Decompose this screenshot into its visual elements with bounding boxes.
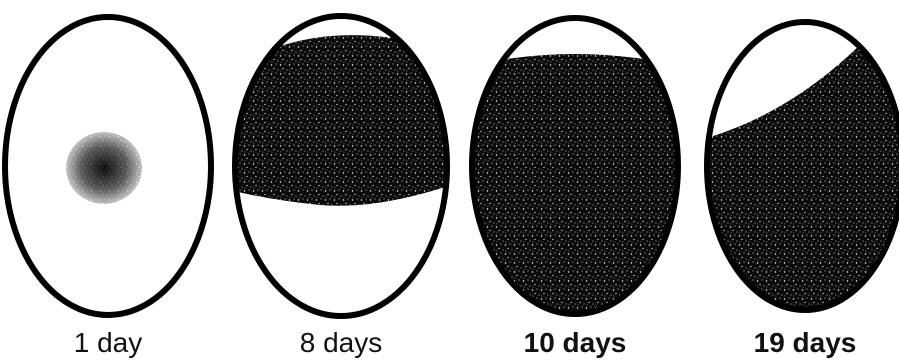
egg-1-day: [5, 17, 211, 315]
label-8-days: 8 days: [300, 327, 383, 358]
embryo-spot-texture: [66, 132, 142, 204]
egg-8-days: [230, 16, 460, 316]
label-1-day: 1 day: [74, 327, 143, 358]
egg-10-days: [472, 0, 678, 314]
label-19-days: 19 days: [754, 327, 857, 358]
air-cell: [490, 0, 660, 60]
label-10-days: 10 days: [524, 327, 627, 358]
egg-19-days: [690, 0, 899, 310]
